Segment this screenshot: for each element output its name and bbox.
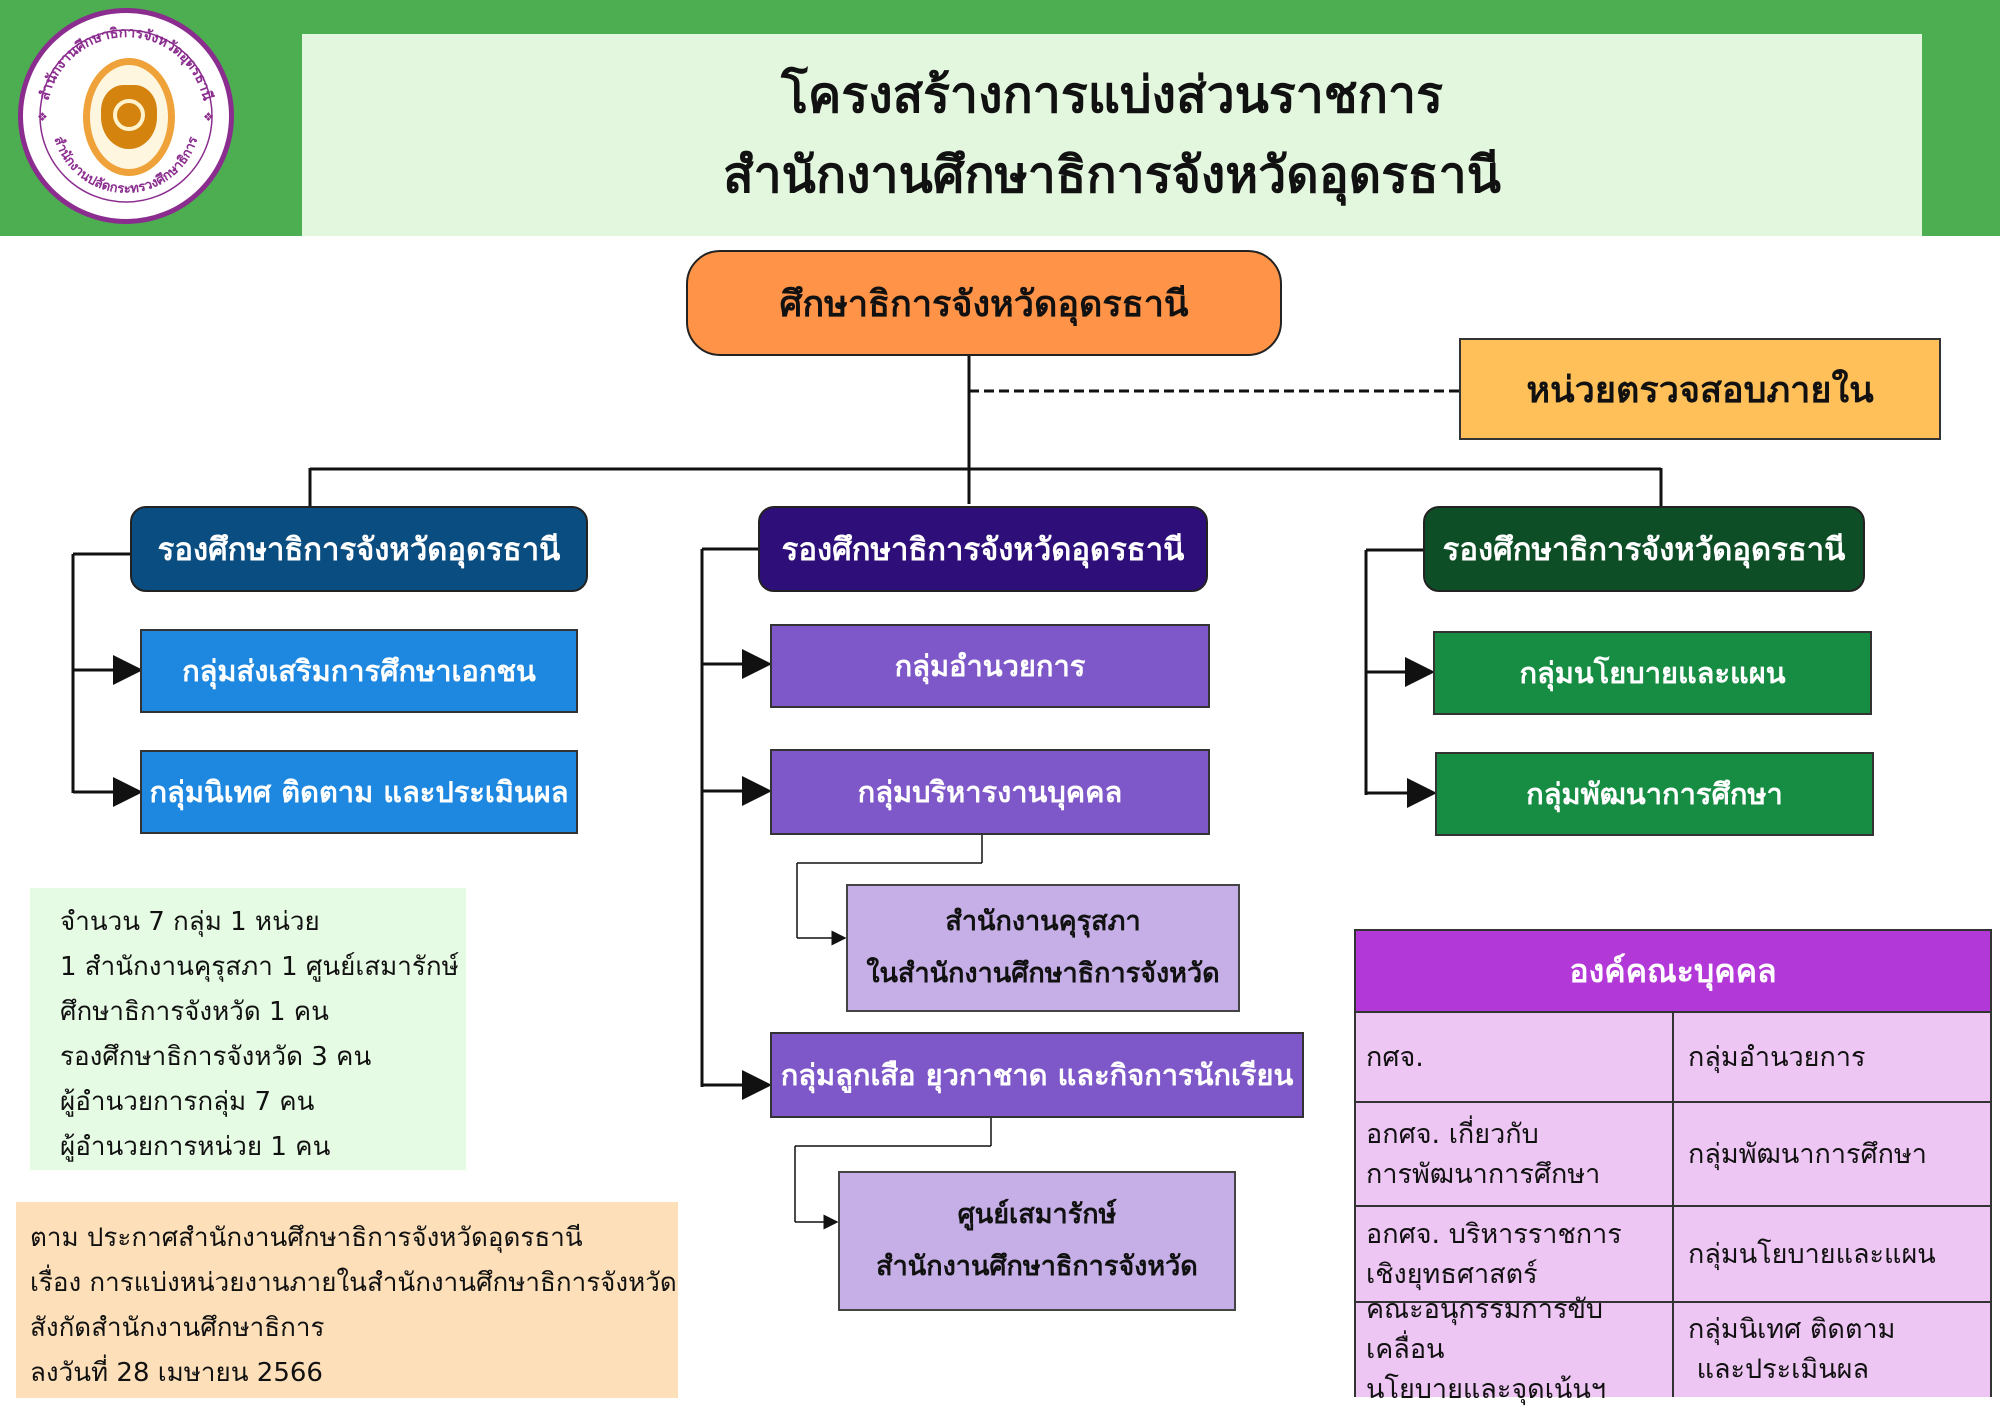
page-title-line2: สำนักงานศึกษาธิการจังหวัดอุดรธานี: [723, 146, 1501, 204]
internal-audit-unit-box: หน่วยตรวจสอบภายใน: [1459, 338, 1941, 440]
summary-line: ผู้อำนวยการหน่วย 1 คน: [60, 1132, 331, 1162]
group-supervision-monitoring: กลุ่มนิเทศ ติดตาม และประเมินผล: [140, 750, 578, 834]
group-scouts-student-affairs: กลุ่มลูกเสือ ยุวกาชาด และกิจการนักเรียน: [770, 1032, 1304, 1118]
committees-table-title: องค์คณะบุคคล: [1356, 931, 1990, 1011]
page-title-line1: โครงสร้างการแบ่งส่วนราชการ: [781, 66, 1443, 124]
summary-line: ผู้อำนวยการกลุ่ม 7 คน: [60, 1087, 315, 1117]
table-cell-committee: คณะอนุกรรมการขับเคลื่อนนโยบายและจุดเน้นฯ: [1356, 1294, 1674, 1405]
deputy-director-box-3: รองศึกษาธิการจังหวัดอุดรธานี: [1423, 506, 1865, 592]
teachers-council-office-box: สำนักงานคุรุสภา ในสำนักงานศึกษาธิการจังห…: [846, 884, 1240, 1012]
dharma-wheel-icon: [113, 99, 145, 131]
table-cell-committee: อกศจ. บริหารราชการเชิงยุทธศาสตร์: [1356, 1207, 1674, 1303]
group-private-education: กลุ่มส่งเสริมการศึกษาเอกชน: [140, 629, 578, 713]
table-row: คณะอนุกรรมการขับเคลื่อนนโยบายและจุดเน้นฯ…: [1356, 1294, 1990, 1405]
notice-line: ตาม ประกาศสำนักงานศึกษาธิการจังหวัดอุดรธ…: [30, 1223, 583, 1253]
summary-line: จำนวน 7 กลุ่ม 1 หน่วย: [60, 907, 320, 937]
svg-text:❖: ❖: [37, 110, 48, 124]
table-cell-group: กลุ่มนโยบายและแผน: [1688, 1239, 1936, 1270]
staffing-summary-box: จำนวน 7 กลุ่ม 1 หน่วย 1 สำนักงานคุรุสภา …: [30, 888, 466, 1170]
group-administration: กลุ่มอำนวยการ: [770, 624, 1210, 708]
table-row: อกศจ. บริหารราชการเชิงยุทธศาสตร์ กลุ่มนโ…: [1356, 1205, 1990, 1303]
group-policy-planning: กลุ่มนโยบายและแผน: [1433, 631, 1872, 715]
notice-line: ลงวันที่ 28 เมษายน 2566: [30, 1358, 323, 1388]
sema-rak-center-box: ศูนย์เสมารักษ์ สำนักงานศึกษาธิการจังหวัด: [838, 1171, 1236, 1311]
teachers-council-line1: สำนักงานคุรุสภา: [945, 906, 1141, 937]
title-panel: โครงสร้างการแบ่งส่วนราชการ สำนักงานศึกษา…: [302, 34, 1922, 236]
teachers-council-line2: ในสำนักงานศึกษาธิการจังหวัด: [866, 958, 1220, 989]
table-cell-committee: อกศจ. เกี่ยวกับการพัฒนาการศึกษา: [1356, 1103, 1674, 1207]
deputy-director-box-2: รองศึกษาธิการจังหวัดอุดรธานี: [758, 506, 1208, 592]
summary-line: 1 สำนักงานคุรุสภา 1 ศูนย์เสมารักษ์: [60, 952, 459, 982]
summary-line: ศึกษาธิการจังหวัด 1 คน: [60, 997, 329, 1027]
agency-logo: สำนักงานศึกษาธิการจังหวัดอุดรธานี สำนักง…: [18, 8, 234, 224]
sema-rak-line2: สำนักงานศึกษาธิการจังหวัด: [876, 1251, 1198, 1282]
summary-line: รองศึกษาธิการจังหวัด 3 คน: [60, 1042, 372, 1072]
table-row: อกศจ. เกี่ยวกับการพัฒนาการศึกษา กลุ่มพัฒ…: [1356, 1101, 1990, 1207]
notice-line: เรื่อง การแบ่งหน่วยงานภายในสำนักงานศึกษา…: [30, 1268, 677, 1298]
table-cell-committee: กศจ.: [1356, 1013, 1674, 1103]
group-personnel-management: กลุ่มบริหารงานบุคคล: [770, 749, 1210, 835]
sema-rak-line1: ศูนย์เสมารักษ์: [957, 1199, 1117, 1230]
announcement-reference-box: ตาม ประกาศสำนักงานศึกษาธิการจังหวัดอุดรธ…: [16, 1202, 678, 1398]
committees-table: องค์คณะบุคคล กศจ. กลุ่มอำนวยการ อกศจ. เก…: [1354, 929, 1992, 1405]
table-cell-group: กลุ่มพัฒนาการศึกษา: [1688, 1139, 1927, 1170]
deputy-director-box-1: รองศึกษาธิการจังหวัดอุดรธานี: [130, 506, 588, 592]
notice-line: สังกัดสำนักงานศึกษาธิการ: [30, 1313, 325, 1343]
table-cell-group: กลุ่มอำนวยการ: [1688, 1042, 1866, 1073]
table-cell-group: กลุ่มนิเทศ ติดตาม และประเมินผล: [1688, 1314, 1896, 1385]
group-education-development: กลุ่มพัฒนาการศึกษา: [1435, 752, 1874, 836]
director-box: ศึกษาธิการจังหวัดอุดรธานี: [686, 250, 1282, 356]
svg-text:❖: ❖: [203, 110, 214, 124]
table-row: กศจ. กลุ่มอำนวยการ: [1356, 1011, 1990, 1103]
